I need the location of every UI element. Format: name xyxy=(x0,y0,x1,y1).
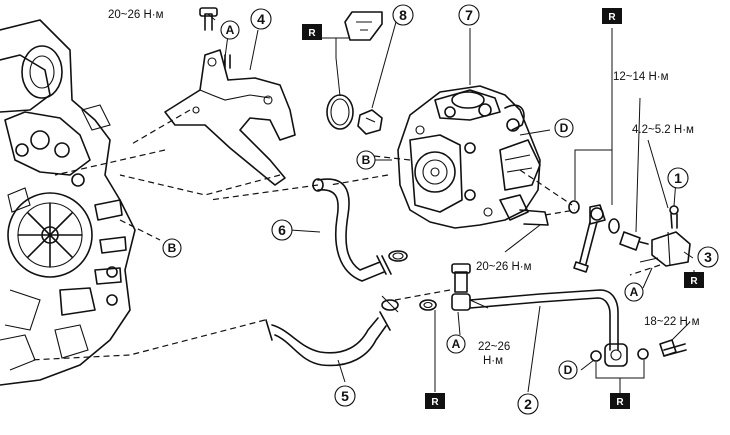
svg-text:1: 1 xyxy=(674,170,682,186)
torque-top-right-b: 4.2~5.2 Н·м xyxy=(632,124,694,136)
letter-b-left: B xyxy=(162,238,182,258)
svg-text:5: 5 xyxy=(341,388,349,404)
torque-center-bolt-line1: 22~26 xyxy=(478,341,510,353)
callout-6: 6 xyxy=(271,219,293,241)
svg-text:4: 4 xyxy=(257,11,265,27)
leader-lines xyxy=(29,13,695,393)
r-badge-bottom-center: R xyxy=(425,393,445,409)
torque-bottom-right: 18~22 Н·м xyxy=(644,316,700,328)
svg-text:A: A xyxy=(452,337,461,351)
callout-1: 1 xyxy=(667,167,689,189)
svg-text:R: R xyxy=(308,28,316,39)
svg-text:B: B xyxy=(362,153,371,167)
svg-text:8: 8 xyxy=(399,7,407,23)
svg-text:R: R xyxy=(616,397,624,408)
fuel-pipe-2 xyxy=(419,263,687,367)
r-badge-top-right: R xyxy=(602,8,622,24)
callout-3: 3 xyxy=(697,246,719,268)
callout-2: 2 xyxy=(517,393,539,415)
o-ring-and-filter xyxy=(326,11,383,135)
svg-text:R: R xyxy=(431,397,439,408)
svg-text:D: D xyxy=(560,121,569,135)
mounting-bracket xyxy=(164,7,296,186)
svg-text:7: 7 xyxy=(465,7,473,23)
svg-text:R: R xyxy=(608,12,616,23)
r-badge-bottom-right: R xyxy=(610,393,630,409)
callout-5: 5 xyxy=(334,385,356,407)
torque-top-right-a: 12~14 Н·м xyxy=(613,71,669,83)
callout-8: 8 xyxy=(392,4,414,26)
hose-6 xyxy=(312,178,408,282)
banjo-fittings xyxy=(568,200,691,273)
letter-d-bottom: D xyxy=(558,360,578,380)
letter-b-mid: B xyxy=(356,150,376,170)
svg-text:A: A xyxy=(226,23,235,37)
r-badge-oring: R xyxy=(302,24,322,40)
svg-text:2: 2 xyxy=(524,396,532,412)
svg-text:3: 3 xyxy=(704,249,712,265)
svg-text:R: R xyxy=(690,276,698,287)
torque-center-bolt-line2: Н·м xyxy=(483,355,503,367)
letter-a-bottom: A xyxy=(446,334,466,354)
svg-text:B: B xyxy=(168,241,177,255)
letter-d-pump: D xyxy=(554,118,574,138)
callout-4: 4 xyxy=(250,8,272,30)
torque-top-left: 20~26 Н·м xyxy=(108,9,164,21)
engine-block xyxy=(0,19,136,386)
fuel-pump xyxy=(397,85,549,229)
hose-5 xyxy=(265,295,399,367)
letter-a-top: A xyxy=(220,20,240,40)
torque-pump-bolt: 20~26 Н·м xyxy=(476,261,532,273)
callout-7: 7 xyxy=(458,4,480,26)
r-badge-right: R xyxy=(684,272,704,288)
svg-text:6: 6 xyxy=(278,222,286,238)
svg-text:D: D xyxy=(564,363,573,377)
letter-a-right: A xyxy=(624,282,644,302)
svg-text:A: A xyxy=(630,285,639,299)
